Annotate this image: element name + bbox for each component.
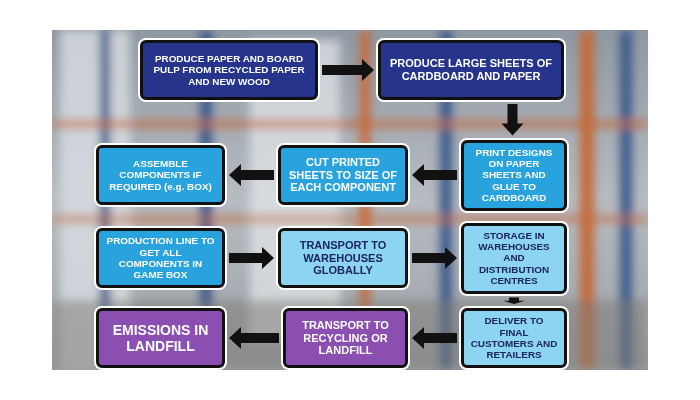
step-text: PRODUCE PAPER AND BOARD PULP FROM RECYCL… xyxy=(149,53,309,87)
flow-arrow xyxy=(412,327,457,349)
step-text: STORAGE IN WAREHOUSES AND DISTRIBUTION C… xyxy=(470,230,558,287)
step-text: PRINT DESIGNS ON PAPER SHEETS AND GLUE T… xyxy=(470,147,558,204)
process-box: PRODUCTION LINE TO GET ALL COMPONENTS IN… xyxy=(96,228,225,288)
process-box: ASSEMBLE COMPONENTS IF REQUIRED (e.g. BO… xyxy=(96,145,225,205)
process-box: DELIVER TO FINAL CUSTOMERS AND RETAILERS xyxy=(461,308,567,368)
flow-arrow xyxy=(229,164,274,186)
flow-arrow xyxy=(503,298,525,305)
flow-arrow xyxy=(229,247,274,269)
flow-arrow xyxy=(502,104,524,136)
step-text: EMISSIONS IN LANDFILL xyxy=(105,322,216,354)
step-text: PRODUCE LARGE SHEETS OF CARDBOARD AND PA… xyxy=(387,57,555,82)
process-box: STORAGE IN WAREHOUSES AND DISTRIBUTION C… xyxy=(461,223,567,294)
process-box: PRODUCE PAPER AND BOARD PULP FROM RECYCL… xyxy=(140,40,318,100)
step-text: ASSEMBLE COMPONENTS IF REQUIRED (e.g. BO… xyxy=(105,158,216,192)
process-box: TRANSPORT TO WAREHOUSES GLOBALLY xyxy=(278,228,408,288)
step-text: TRANSPORT TO RECYCLING OR LANDFILL xyxy=(292,319,399,357)
step-text: PRODUCTION LINE TO GET ALL COMPONENTS IN… xyxy=(105,235,216,281)
flow-arrow xyxy=(412,247,457,269)
flow-arrow xyxy=(412,164,457,186)
process-box: EMISSIONS IN LANDFILL xyxy=(96,308,225,368)
process-box: CUT PRINTED SHEETS TO SIZE OF EACH COMPO… xyxy=(278,145,408,205)
flow-arrow xyxy=(322,59,374,81)
process-box: PRINT DESIGNS ON PAPER SHEETS AND GLUE T… xyxy=(461,140,567,211)
flow-arrow xyxy=(229,327,279,349)
process-box: TRANSPORT TO RECYCLING OR LANDFILL xyxy=(283,308,408,368)
step-text: TRANSPORT TO WAREHOUSES GLOBALLY xyxy=(287,239,399,277)
process-box: PRODUCE LARGE SHEETS OF CARDBOARD AND PA… xyxy=(378,40,564,100)
step-text: DELIVER TO FINAL CUSTOMERS AND RETAILERS xyxy=(470,315,558,361)
step-text: CUT PRINTED SHEETS TO SIZE OF EACH COMPO… xyxy=(287,156,399,194)
